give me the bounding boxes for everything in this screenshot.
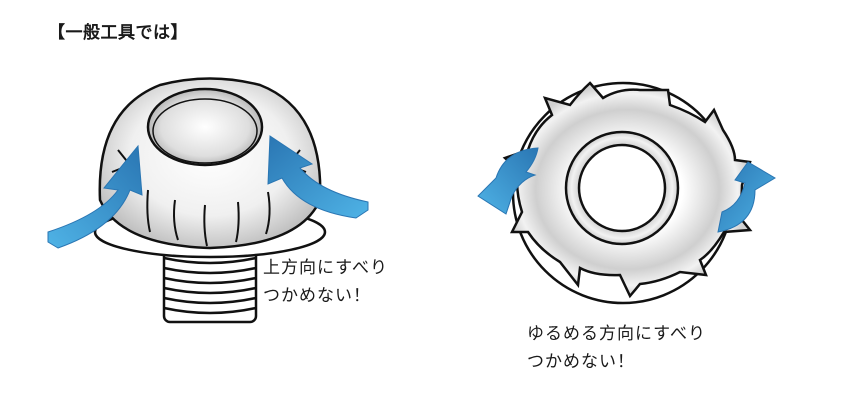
left-caption-line-2: つかめない！ [263, 286, 371, 306]
section-title: 【一般工具では】 [48, 23, 188, 43]
bolt-thread [162, 248, 258, 324]
right-caption-line-2: つかめない！ [527, 352, 635, 372]
right-caption: ゆるめる方向にすべり つかめない！ [527, 320, 706, 376]
bolt-side-view [47, 77, 369, 324]
arrow-up-right-icon [267, 135, 369, 219]
left-caption-line-1: 上方向にすべり [263, 258, 388, 278]
rotate-arrow-right-icon [717, 161, 776, 233]
rotate-arrow-left-icon [477, 147, 539, 215]
arrow-up-left-icon [47, 144, 143, 249]
bolt-top-view [477, 81, 776, 305]
left-caption: 上方向にすべり つかめない！ [263, 254, 388, 310]
right-caption-line-1: ゆるめる方向にすべり [527, 324, 706, 344]
